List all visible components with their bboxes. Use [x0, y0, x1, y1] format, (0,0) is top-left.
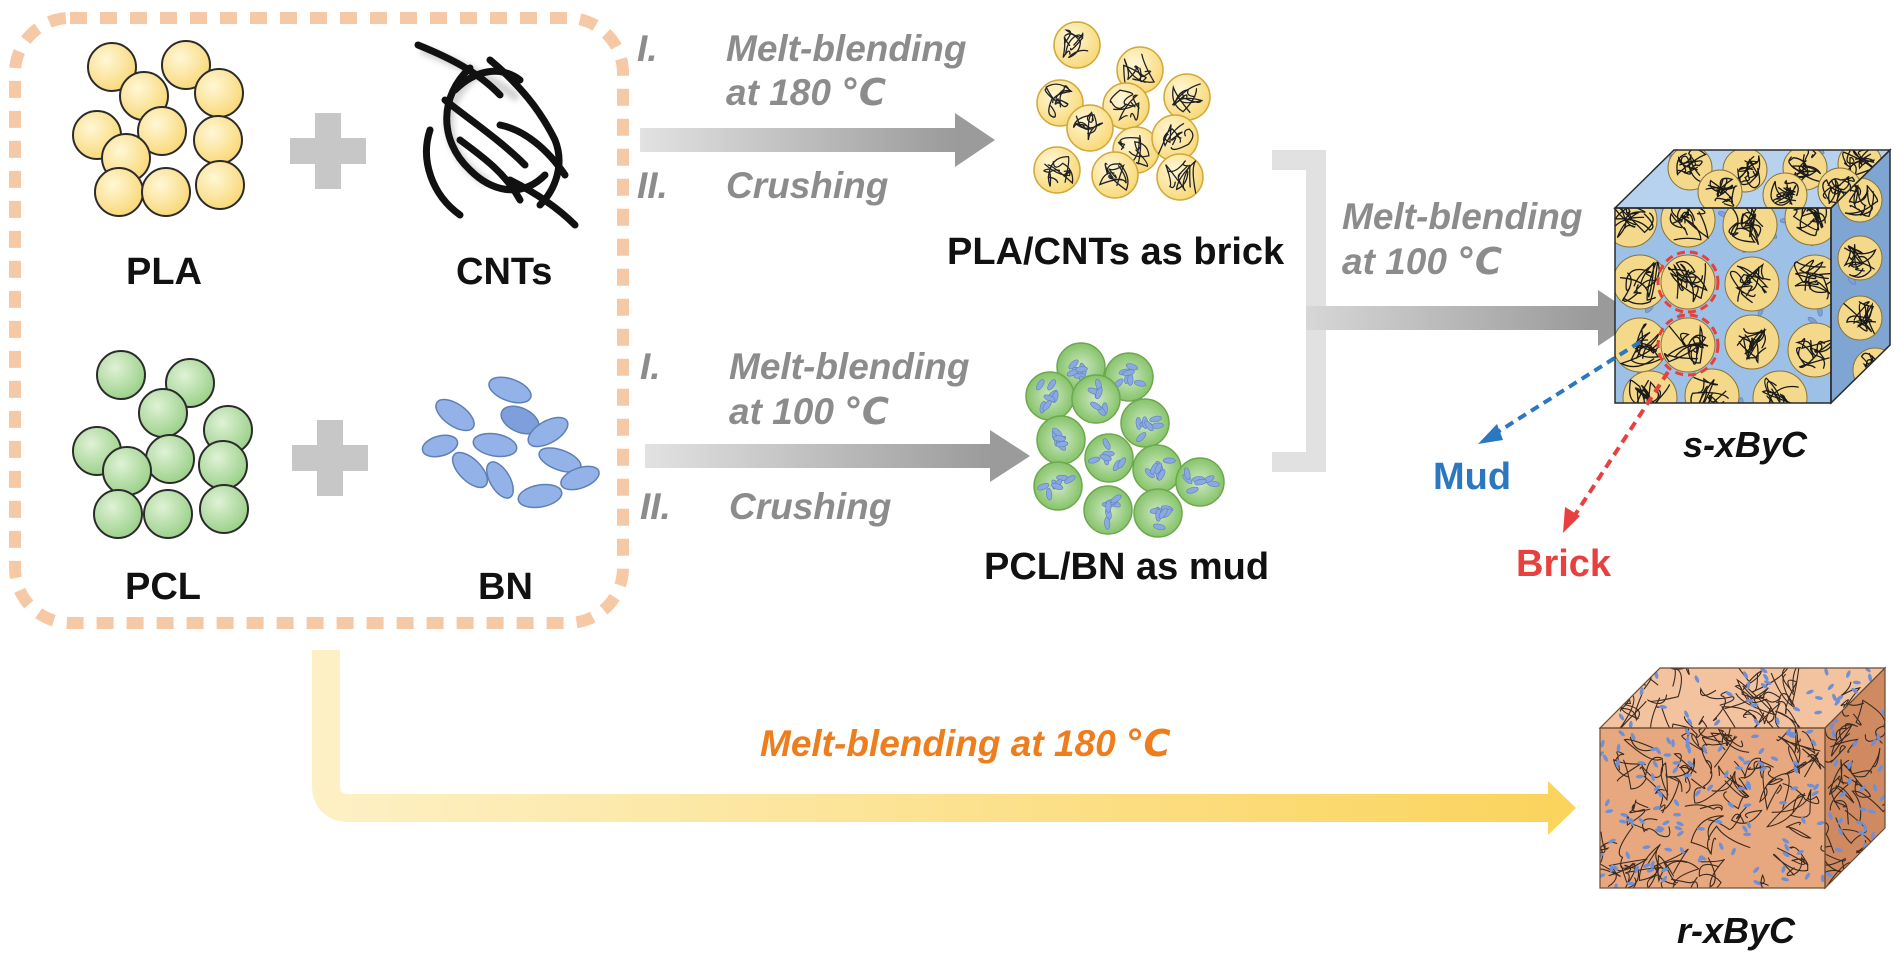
bottom-step1-line2: at 100 ℃: [729, 391, 889, 432]
plus-sign-top: [290, 113, 366, 189]
segregated-cube: [1613, 148, 1892, 405]
cnts-label: CNTs: [456, 251, 553, 293]
bottom-step2-numeral: II.: [640, 486, 671, 527]
direct-route-arrow: [312, 650, 1576, 835]
s-xbyc-label: s-xByC: [1683, 424, 1808, 465]
top-step1-numeral: I.: [637, 28, 658, 69]
pcl-label: PCL: [125, 566, 201, 608]
bottom-step2-text: Crushing: [729, 486, 892, 527]
direct-route-label: Melt-blending at 180 ℃: [760, 723, 1171, 764]
random-cube: [1598, 666, 1887, 890]
brick-result-label: PLA/CNTs as brick: [947, 231, 1285, 273]
bn-label: BN: [478, 566, 533, 608]
merge-step-line1: Melt-blending: [1342, 196, 1583, 237]
bottom-step1-numeral: I.: [640, 346, 661, 387]
brick-callout-arrow: [1563, 370, 1670, 533]
brick-particles: [1033, 21, 1211, 201]
process-arrow-top: [640, 113, 995, 167]
bottom-step1-line1: Melt-blending: [729, 346, 970, 387]
top-step2-text: Crushing: [726, 165, 889, 206]
mud-callout-label: Mud: [1433, 456, 1512, 498]
bn-platelets: [421, 376, 600, 509]
pcl-pellets: [72, 350, 253, 539]
merge-step-line2: at 100 ℃: [1342, 241, 1502, 282]
raw-materials-box: [9, 12, 629, 629]
top-step1-line1: Melt-blending: [726, 28, 967, 69]
mud-result-label: PCL/BN as mud: [984, 546, 1270, 588]
mud-callout-arrow: [1478, 340, 1642, 444]
r-xbyc-label: r-xByC: [1677, 910, 1796, 951]
top-step2-numeral: II.: [637, 165, 668, 206]
mud-particles: [1025, 342, 1225, 538]
process-arrow-bottom: [645, 430, 1030, 482]
cnt-bundle: [414, 41, 579, 229]
brick-callout-label: Brick: [1516, 543, 1612, 585]
plus-sign-bottom: [292, 420, 368, 496]
pla-label: PLA: [126, 251, 202, 293]
top-step1-line2: at 180 ℃: [726, 72, 886, 113]
pla-pellets: [72, 40, 245, 217]
merge-arrow: [1306, 290, 1640, 346]
